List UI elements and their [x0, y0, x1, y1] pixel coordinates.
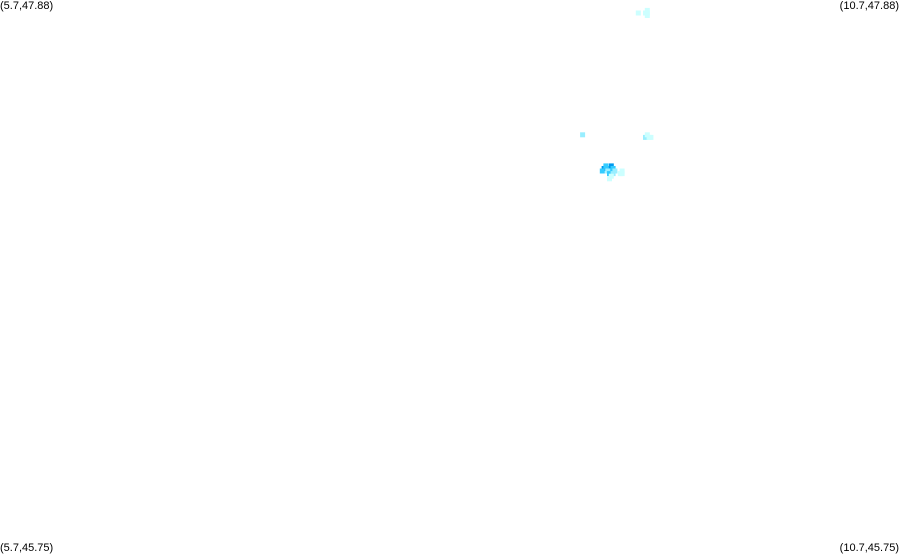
data-point-1	[644, 7, 650, 13]
corner-label-top-right: (10.7,47.88)	[839, 0, 899, 12]
data-point-25	[619, 171, 625, 177]
corner-label-bottom-right: (10.7,45.75)	[839, 542, 899, 554]
corner-label-bottom-left: (5.7,45.75)	[0, 542, 54, 554]
data-point-4	[644, 10, 650, 16]
data-point-18	[607, 171, 612, 177]
data-point-24	[619, 168, 625, 174]
corner-label-top-left: (5.7,47.88)	[0, 0, 54, 12]
data-point-14	[608, 163, 614, 169]
data-point-11	[599, 168, 605, 174]
data-point-21	[608, 173, 614, 179]
data-point-19	[610, 171, 616, 177]
data-point-0	[635, 10, 641, 16]
data-point-8	[648, 134, 654, 140]
data-point-9	[580, 132, 586, 138]
data-point-5	[643, 134, 648, 140]
data-point-16	[608, 168, 614, 174]
data-point-20	[612, 168, 618, 174]
data-point-6	[644, 132, 650, 138]
data-point-12	[603, 163, 609, 169]
data-point-17	[605, 168, 611, 174]
data-point-22	[607, 176, 612, 182]
